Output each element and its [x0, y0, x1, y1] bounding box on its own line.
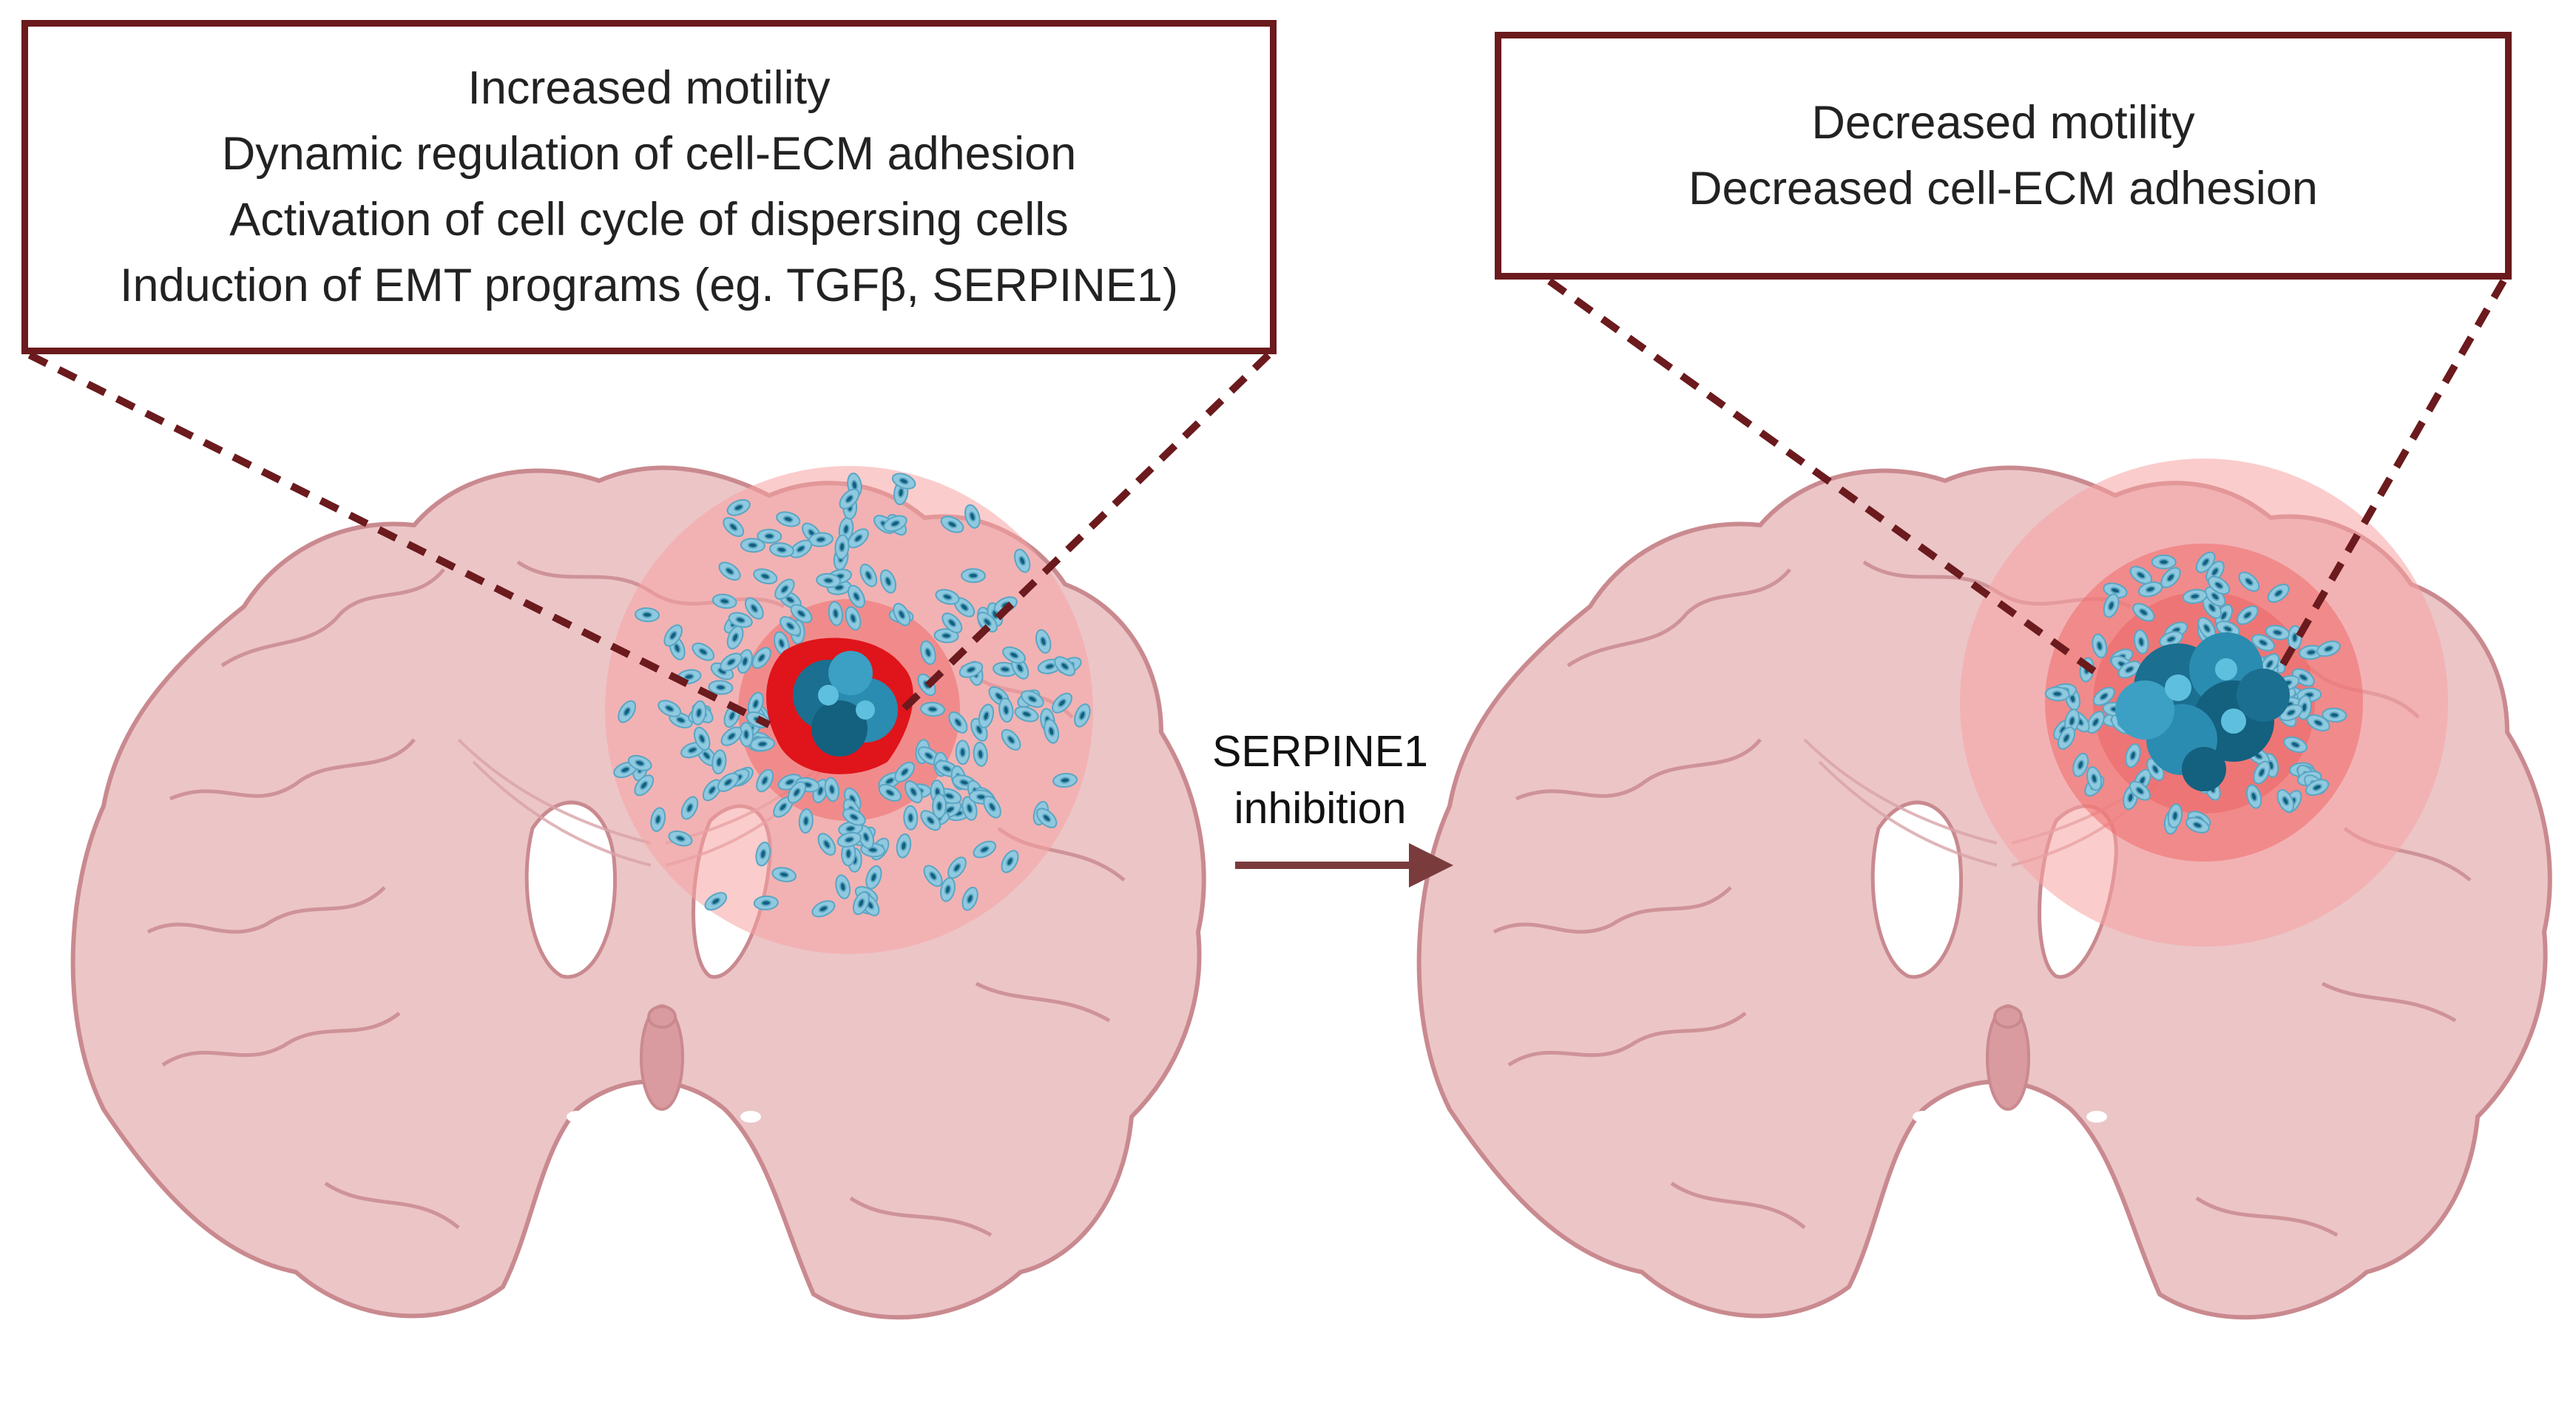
callout-line: Activation of cell cycle of dispersing c… — [229, 194, 1069, 246]
migrating-cell-icon — [753, 895, 780, 911]
arrow-right-icon — [1235, 843, 1453, 887]
callout-after-treatment: Decreased motility Decreased cell-ECM ad… — [1495, 32, 2512, 280]
treatment-label-line1: SERPINE1 — [1212, 727, 1428, 776]
callout-line: Increased motility — [467, 62, 831, 114]
migrating-cell-icon — [634, 606, 660, 623]
treatment-label: SERPINE1 inhibition — [1198, 723, 1442, 837]
callout-leader-lines — [27, 277, 2507, 728]
treatment-label-line2: inhibition — [1234, 784, 1407, 833]
callout-line: Induction of EMT programs (eg. TGFβ, SER… — [120, 260, 1178, 311]
callout-line: Decreased cell-ECM adhesion — [1688, 162, 2318, 214]
tumor-core-left-icon — [766, 638, 913, 774]
callout-line: Decreased motility — [1811, 96, 2195, 149]
callout-line: Dynamic regulation of cell-ECM adhesion — [221, 128, 1077, 180]
migrating-cell-icon — [2044, 686, 2071, 703]
migrating-cell-icon — [740, 537, 766, 554]
migrating-cell-icon — [902, 805, 919, 831]
tumor-core-right-icon — [2115, 632, 2290, 791]
migrating-cell-icon — [955, 740, 970, 765]
migrating-cell-icon — [2151, 554, 2177, 570]
migrating-cell-icon — [960, 568, 987, 584]
callout-before-treatment: Increased motility Dynamic regulation of… — [21, 20, 1277, 354]
